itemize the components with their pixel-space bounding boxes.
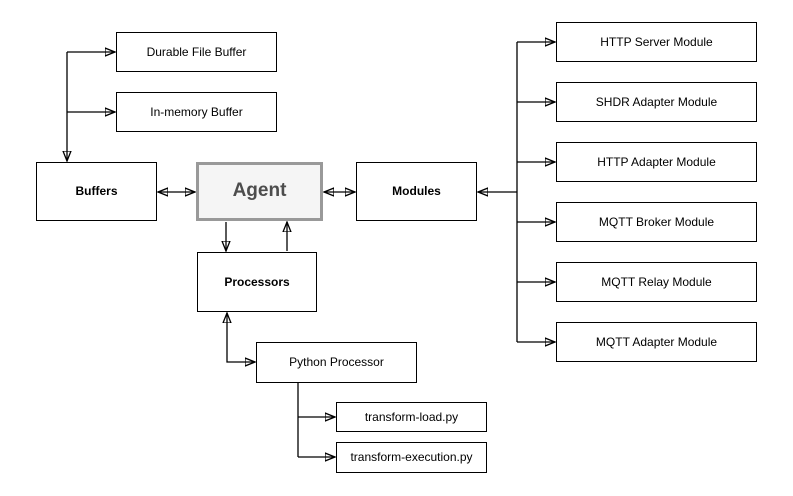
node-processors: Processors	[197, 252, 317, 312]
connector-processors-python-processor	[227, 313, 255, 362]
node-shdr-adapter-module: SHDR Adapter Module	[556, 82, 757, 122]
node-mqtt-broker-module: MQTT Broker Module	[556, 202, 757, 242]
node-http-server-module: HTTP Server Module	[556, 22, 757, 62]
node-modules: Modules	[356, 162, 477, 221]
node-label: Buffers	[75, 184, 118, 199]
node-label: transform-load.py	[364, 409, 459, 424]
node-label: Python Processor	[289, 355, 384, 370]
node-transform-execution: transform-execution.py	[336, 442, 487, 473]
node-transform-load: transform-load.py	[336, 402, 487, 432]
node-label: MQTT Adapter Module	[595, 334, 718, 349]
node-durable-file-buffer: Durable File Buffer	[116, 32, 277, 72]
node-label: HTTP Server Module	[600, 34, 713, 49]
node-mqtt-adapter-module: MQTT Adapter Module	[556, 322, 757, 362]
node-in-memory-buffer: In-memory Buffer	[116, 92, 277, 132]
node-agent: Agent	[196, 162, 323, 221]
node-label: MQTT Broker Module	[598, 214, 715, 229]
node-label: SHDR Adapter Module	[595, 94, 718, 109]
node-label: MQTT Relay Module	[601, 274, 712, 289]
node-label: HTTP Adapter Module	[597, 154, 716, 169]
node-http-adapter-module: HTTP Adapter Module	[556, 142, 757, 182]
node-mqtt-relay-module: MQTT Relay Module	[556, 262, 757, 302]
node-label: Durable File Buffer	[146, 44, 247, 59]
node-label: Processors	[224, 274, 290, 289]
node-buffers: Buffers	[36, 162, 157, 221]
node-label: transform-execution.py	[350, 450, 473, 465]
node-label: Agent	[232, 180, 287, 202]
node-label: Modules	[392, 184, 441, 199]
node-label: In-memory Buffer	[150, 104, 243, 119]
node-python-processor: Python Processor	[256, 342, 417, 383]
